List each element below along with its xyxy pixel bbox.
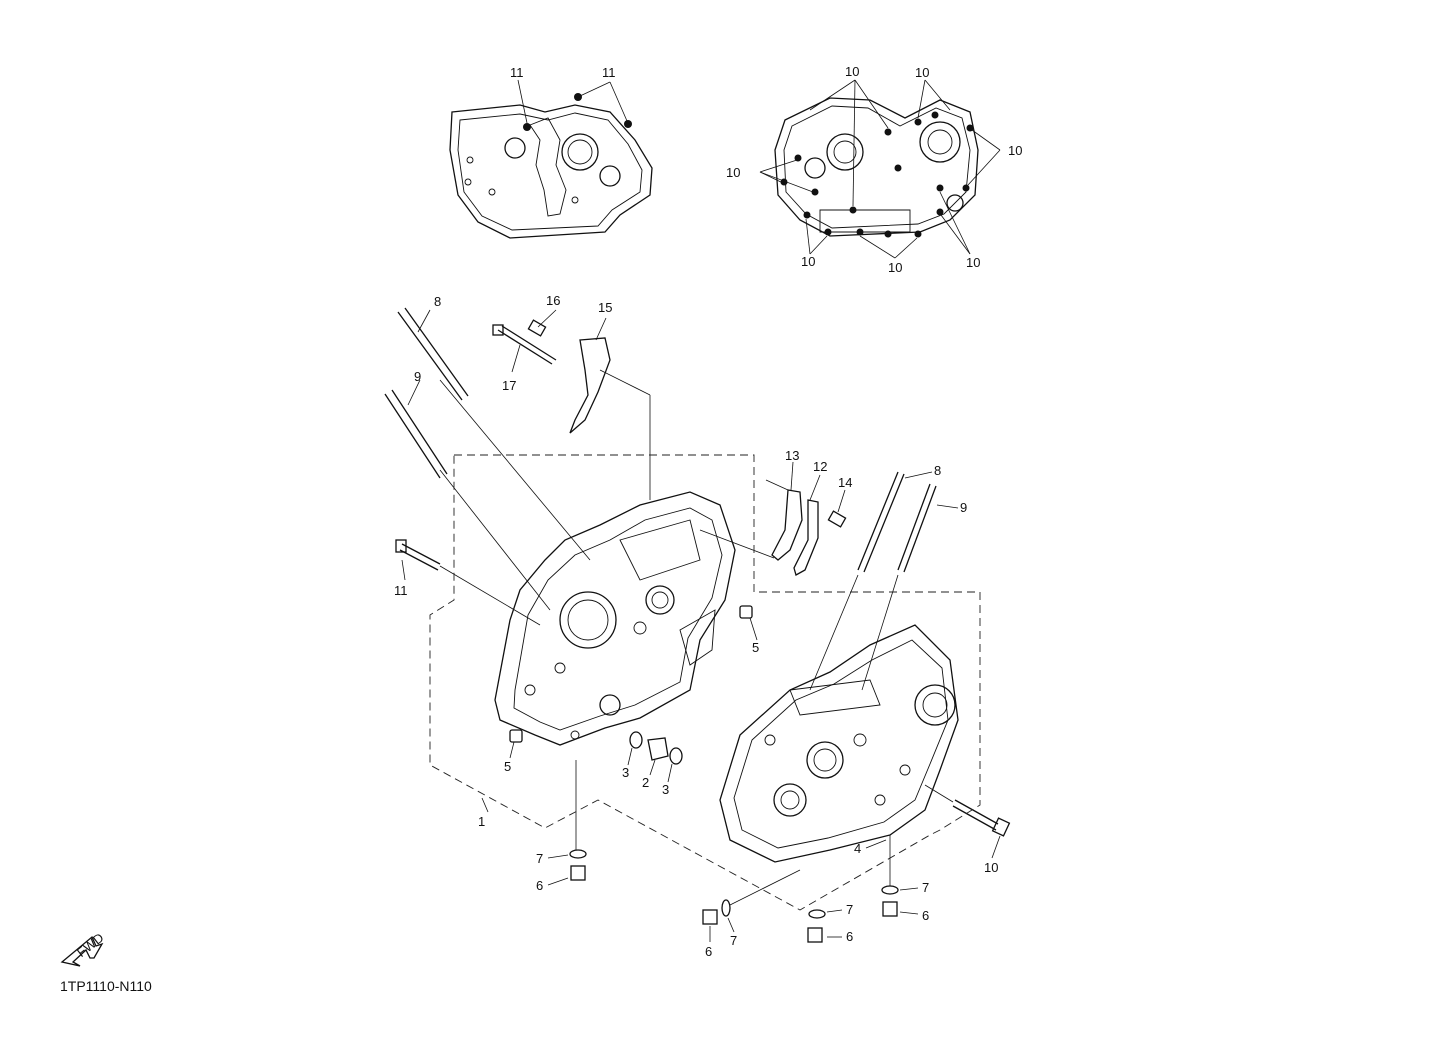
callout-9: 9 [414, 369, 421, 384]
bolt-11-left [395, 539, 541, 626]
callout-15: 15 [598, 300, 612, 315]
fwd-arrow-icon: FWD [60, 930, 107, 967]
right-crankcase-half [719, 624, 959, 863]
right-case-outline-view [759, 79, 1001, 259]
callout-3: 3 [622, 765, 629, 780]
dowels-orings [509, 605, 758, 783]
callout-13: 13 [785, 448, 799, 463]
callout-6: 6 [922, 908, 929, 923]
callout-labels: 11 11 10 10 10 10 10 10 10 8 9 16 15 17 … [394, 64, 1022, 959]
callout-11: 11 [602, 65, 616, 80]
left-case-outline-view [449, 79, 653, 239]
fwd-label: FWD [74, 930, 107, 960]
callout-10: 10 [726, 165, 740, 180]
callout-3: 3 [662, 782, 669, 797]
callout-10: 10 [915, 65, 929, 80]
reference-code: 1TP1110-N110 [60, 978, 152, 994]
callout-10: 10 [966, 255, 980, 270]
callout-12: 12 [813, 459, 827, 474]
callout-8: 8 [434, 294, 441, 309]
callout-5: 5 [752, 640, 759, 655]
callout-8: 8 [934, 463, 941, 478]
callout-1: 1 [478, 814, 485, 829]
callout-6: 6 [705, 944, 712, 959]
left-crankcase-half [494, 491, 736, 746]
callout-4: 4 [854, 841, 861, 856]
bracket-15-group [492, 309, 651, 500]
callout-7: 7 [536, 851, 543, 866]
callout-6: 6 [536, 878, 543, 893]
callout-16: 16 [546, 293, 560, 308]
callout-10: 10 [845, 64, 859, 79]
bolt-10-right [924, 784, 1011, 859]
callout-7: 7 [730, 933, 737, 948]
callout-5: 5 [504, 759, 511, 774]
assembly-boundary-dashed [429, 454, 981, 911]
callout-9: 9 [960, 500, 967, 515]
plates-13-12 [699, 461, 847, 576]
drain-bolts-washers [547, 760, 919, 943]
callout-10: 10 [888, 260, 902, 275]
callout-11: 11 [510, 65, 524, 80]
callout-17: 17 [502, 378, 516, 393]
callout-10: 10 [984, 860, 998, 875]
callout-10: 10 [1008, 143, 1022, 158]
callout-7: 7 [922, 880, 929, 895]
stud-bolts-left [384, 307, 591, 611]
callout-14: 14 [838, 475, 852, 490]
callout-11: 11 [394, 583, 408, 598]
stud-bolts-right [809, 471, 959, 691]
callout-2: 2 [642, 775, 649, 790]
callout-6: 6 [846, 929, 853, 944]
callout-7: 7 [846, 902, 853, 917]
callout-10: 10 [801, 254, 815, 269]
